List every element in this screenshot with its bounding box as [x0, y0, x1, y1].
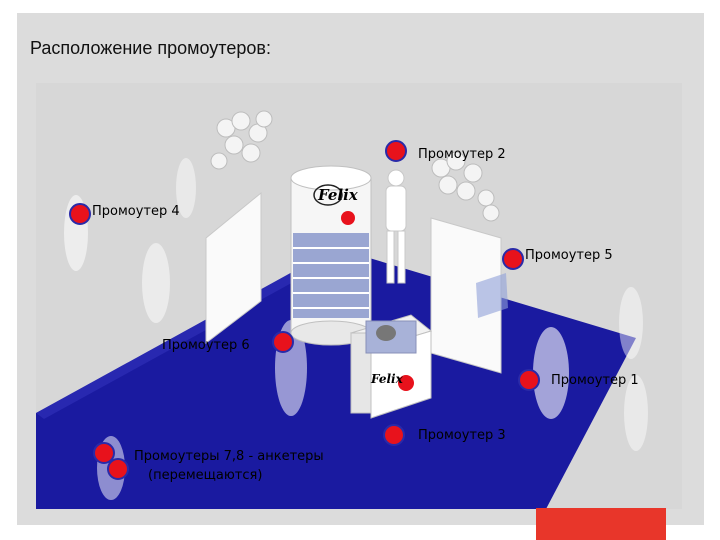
promoter-7-marker	[94, 443, 114, 463]
promoter-markers	[36, 83, 682, 509]
promoter-3-marker	[384, 425, 404, 445]
roaming-promoters-label: Промоутеры 7,8 - анкетеры	[134, 449, 324, 465]
promoter-6-label: Промоутер 6	[162, 338, 250, 354]
promoter-2-label: Промоутер 2	[418, 147, 506, 163]
promoter-2-marker	[386, 141, 406, 161]
promoter-4-label: Промоутер 4	[92, 204, 180, 220]
promoter-4-marker	[70, 204, 90, 224]
stand-layout-image: Felix Felix Промоутер 2 Промоутер 4 Пром…	[36, 83, 682, 509]
promoter-6-marker	[273, 332, 293, 352]
page-title: Расположение промоутеров:	[30, 38, 271, 59]
promoter-1-marker	[519, 370, 539, 390]
promoter-5-marker	[503, 249, 523, 269]
promoter-3-label: Промоутер 3	[418, 428, 506, 444]
accent-bar	[536, 508, 666, 540]
promoter-8-marker	[108, 459, 128, 479]
roaming-promoters-note: (перемещаются)	[148, 468, 262, 484]
promoter-5-label: Промоутер 5	[525, 248, 613, 264]
promoter-1-label: Промоутер 1	[551, 373, 639, 389]
